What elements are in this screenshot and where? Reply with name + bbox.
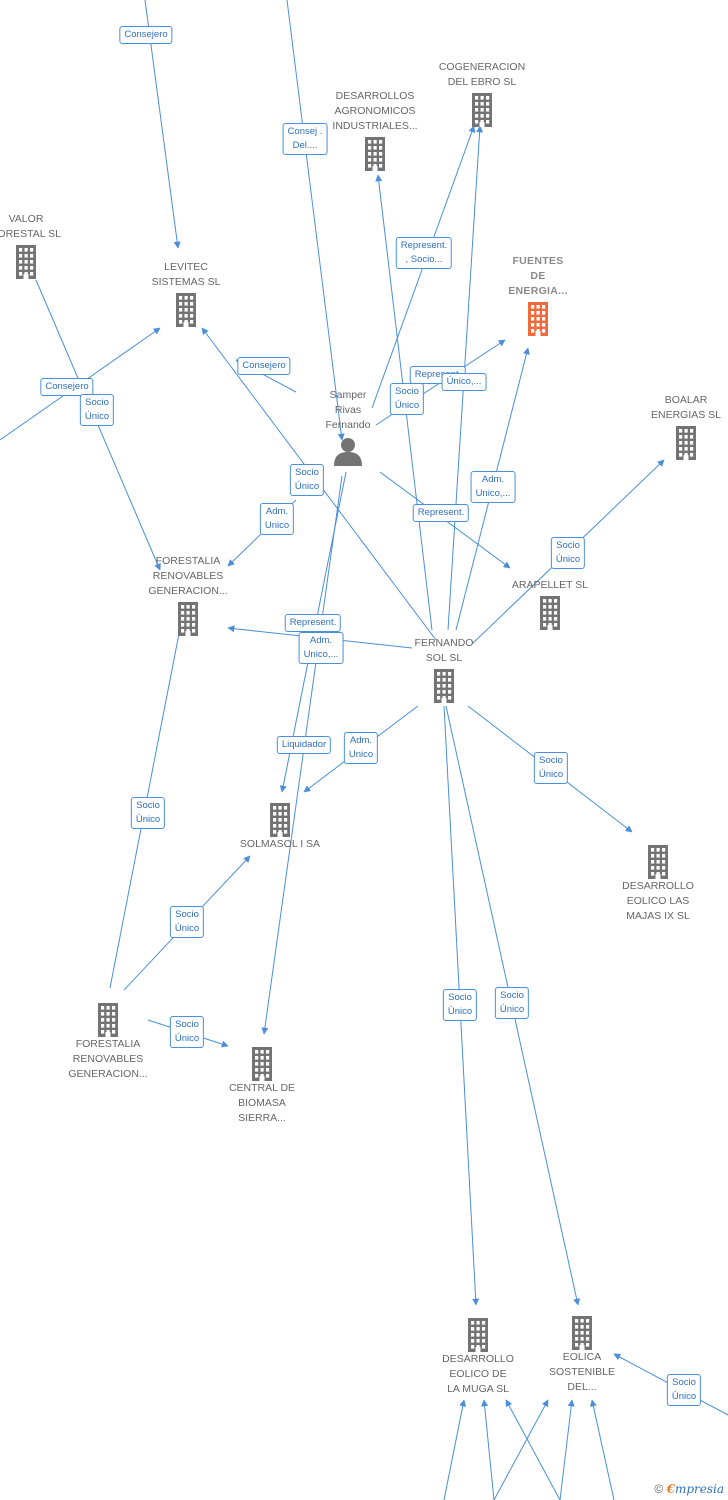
edge-label[interactable]: Socio Único [169,906,205,938]
edge-label[interactable]: Consejero [40,378,94,396]
edge-label[interactable]: Adm. Unico [259,503,295,535]
edge-label[interactable]: Socio Único [494,987,530,1019]
copyright-symbol: © [654,1482,664,1496]
node-label: Samper Rivas Fernando [325,389,371,431]
edge-label[interactable]: Consej . Del.... [282,123,328,155]
node-valor-forestal[interactable]: VALOR FORESTAL SL [0,212,91,279]
edge-label[interactable]: Represent. [284,614,342,632]
node-forestalia2[interactable]: FORESTALIA RENOVABLES GENERACION... [43,1000,173,1082]
node-boalar[interactable]: BOALAR ENERGIAS SL [621,393,728,460]
node-samper[interactable]: Samper Rivas Fernando [283,388,413,466]
edge-label[interactable]: Represent. , Socio... [395,237,453,269]
node-central-biomasa[interactable]: CENTRAL DE BIOMASA SIERRA... [197,1044,327,1126]
node-label: CENTRAL DE BIOMASA SIERRA... [228,1082,296,1124]
building-icon [621,426,728,460]
footer-brand[interactable]: © €mpresia [654,1482,724,1496]
edge-label[interactable]: Socio Único [130,797,166,829]
node-fuentes[interactable]: FUENTES DE ENERGIA... [473,254,603,336]
edge-label[interactable]: Socio Único [169,1016,205,1048]
node-forestalia1[interactable]: FORESTALIA RENOVABLES GENERACION... [123,554,253,636]
node-label: EOLICA SOSTENIBLE DEL... [549,1351,615,1393]
node-label: DESARROLLO EOLICO LAS MAJAS IX SL [622,880,694,922]
building-icon [121,293,251,327]
node-solmasol[interactable]: SOLMASOL I SA [215,800,345,852]
building-icon [43,1003,173,1037]
edge-line [481,1399,495,1500]
edge-label[interactable]: Socio Único [533,752,569,784]
building-icon [413,1318,543,1352]
node-label: SOLMASOL I SA [239,838,321,850]
node-label: DESARROLLO EOLICO DE LA MUGA SL [442,1353,514,1395]
node-label: BOALAR ENERGIAS SL [650,394,722,421]
node-label: LEVITEC SISTEMAS SL [151,261,221,288]
edge-label[interactable]: Liquidador [276,736,332,754]
edge-label[interactable]: Adm. Unico,... [470,471,516,503]
node-label: FUENTES DE ENERGIA... [508,255,568,297]
node-label: COGENERACION DEL EBRO SL [438,61,526,88]
node-label: FORESTALIA RENOVABLES GENERACION... [148,555,228,597]
node-label: FERNANDO SOL SL [414,637,474,664]
edge-label[interactable]: Socio Único [442,989,478,1021]
building-icon [485,596,615,630]
empresia-logo: €mpresia [666,1482,724,1496]
edge-label[interactable]: Socio Único [79,394,115,426]
building-icon [215,803,345,837]
edge-label[interactable]: Adm. Unico [343,732,379,764]
edge-line [505,1399,561,1500]
person-icon [283,436,413,466]
node-eolica-sostenible[interactable]: EOLICA SOSTENIBLE DEL... [517,1313,647,1395]
node-label: ARAPELLET SL [511,579,589,591]
node-fernando-sol[interactable]: FERNANDO SOL SL [379,636,509,703]
node-desarrollo-majas[interactable]: DESARROLLO EOLICO LAS MAJAS IX SL [593,842,723,924]
building-icon [517,1316,647,1350]
edge-line [443,1399,467,1500]
edge-label[interactable]: Socio Único [550,537,586,569]
node-label: DESARROLLOS AGRONOMICOS INDUSTRIALES... [332,90,418,132]
edge-label[interactable]: Socio Único [666,1374,702,1406]
edge-label[interactable]: Consejero [237,357,291,375]
building-icon [417,93,547,127]
building-icon [310,137,440,171]
edge-label[interactable]: Consejero [119,26,173,44]
edge-label[interactable]: Socio Único [289,464,325,496]
edge-line [286,0,345,441]
node-levitec[interactable]: LEVITEC SISTEMAS SL [121,260,251,327]
edge-label[interactable]: Adm. Unico,... [298,632,344,664]
building-icon [0,245,91,279]
node-desarrollo-muga[interactable]: DESARROLLO EOLICO DE LA MUGA SL [413,1315,543,1397]
node-label: FORESTALIA RENOVABLES GENERACION... [68,1038,148,1080]
building-icon [123,602,253,636]
edge-label[interactable]: Socio Único [389,383,425,415]
edge-label[interactable]: Único,... [441,373,487,391]
node-arapellet[interactable]: ARAPELLET SL [485,578,615,630]
node-desarrollos-agro[interactable]: DESARROLLOS AGRONOMICOS INDUSTRIALES... [310,89,440,171]
edge-line [559,1399,575,1500]
building-icon [379,669,509,703]
edge-line [261,475,343,1035]
node-cogeneracion[interactable]: COGENERACION DEL EBRO SL [417,60,547,127]
edge-label[interactable]: Represent. [412,504,470,522]
building-icon [197,1047,327,1081]
node-label: VALOR FORESTAL SL [0,213,62,240]
edge-line [493,1399,549,1500]
building-icon [593,845,723,879]
edge-line [589,1399,615,1500]
building-icon [473,302,603,336]
